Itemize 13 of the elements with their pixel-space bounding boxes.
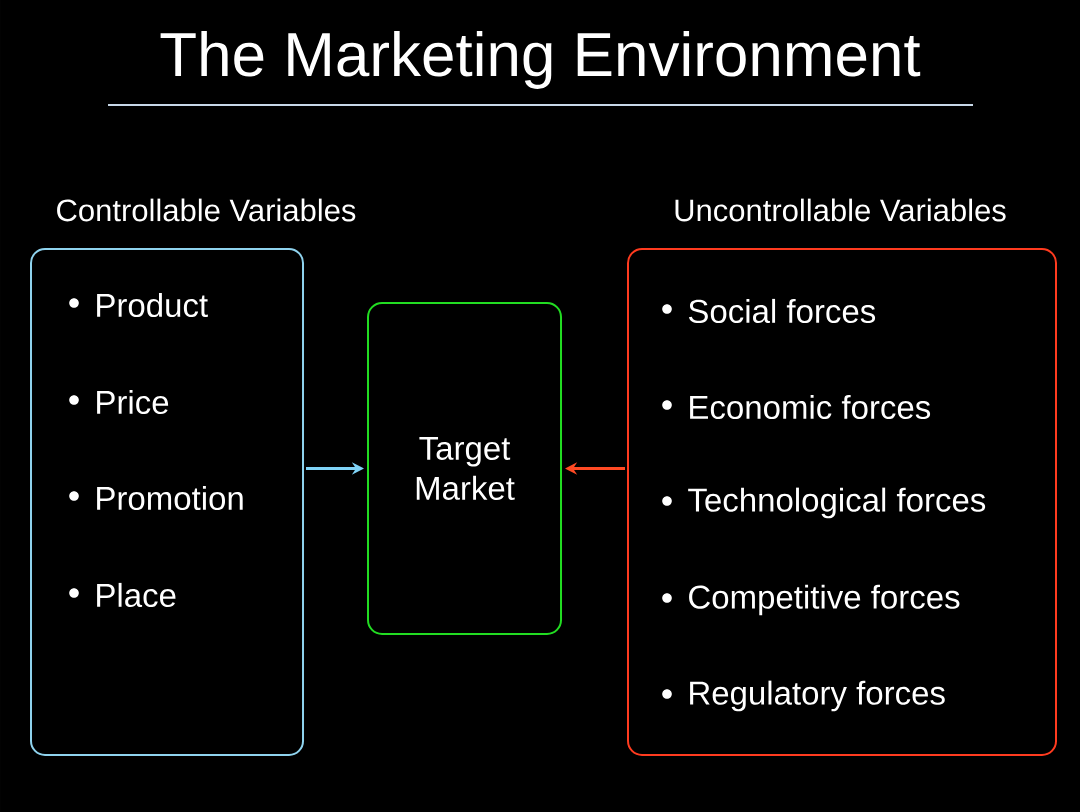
bullet-item: Economic forces xyxy=(662,394,931,420)
bullet-item: Competitive forces xyxy=(662,584,960,616)
bullet-item: Promotion xyxy=(69,485,243,511)
section-heading: Controllable Variables xyxy=(57,198,356,222)
title: The Marketing Environment xyxy=(160,31,921,89)
bullet-item: Social forces xyxy=(662,298,876,324)
bullet-item: Price xyxy=(69,389,169,415)
bullet-item: Technological forces xyxy=(662,487,986,519)
bullet-item: Place xyxy=(69,582,176,608)
bullet-item: Product xyxy=(69,292,208,318)
section-heading: Uncontrollable Variables xyxy=(675,198,1006,222)
target-box: Target Market xyxy=(367,302,562,635)
bullet-item: Regulatory forces xyxy=(662,680,945,712)
